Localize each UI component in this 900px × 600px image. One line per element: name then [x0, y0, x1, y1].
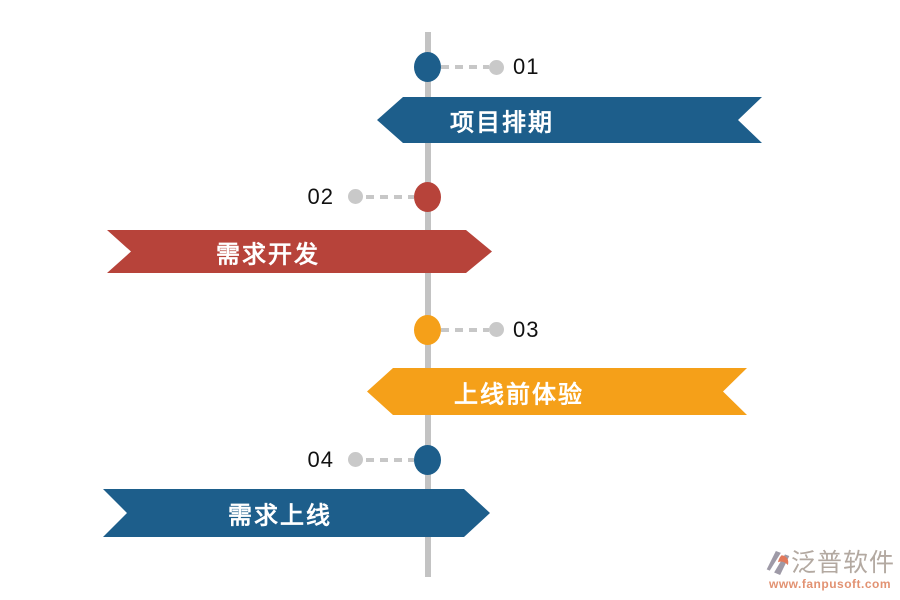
brand-name: 泛普软件 [791, 549, 896, 577]
step-number-4: 04 [307, 447, 334, 472]
milestone-banner-3: 上线前体验 [367, 368, 747, 415]
timeline-axis [425, 32, 431, 577]
milestone-label-2: 需求开发 [216, 241, 320, 268]
milestone-label-3: 上线前体验 [454, 381, 584, 408]
connector-dot-3 [489, 322, 504, 337]
fanpu-logo-icon [766, 551, 790, 575]
node-dot-1 [414, 52, 441, 82]
milestone-label-4: 需求上线 [228, 502, 332, 530]
connector-dot-2 [348, 189, 363, 204]
brand-url: www.fanpusoft.com [769, 577, 892, 591]
milestone-banner-1: 项目排期 [377, 97, 762, 143]
connector-line-1 [441, 65, 489, 69]
milestone-label-1: 项目排期 [450, 109, 554, 137]
connector-line-3 [441, 328, 489, 332]
connector-dot-4 [348, 452, 363, 467]
connector-line-2 [366, 195, 414, 199]
step-number-3: 03 [513, 317, 540, 342]
brand-logo: 泛普软件 www.fanpusoft.com [760, 548, 895, 594]
milestone-banner-2: 需求开发 [107, 230, 492, 273]
milestone-banner-4: 需求上线 [103, 489, 490, 537]
step-number-1: 01 [513, 54, 540, 79]
node-dot-4 [414, 445, 441, 475]
node-dot-3 [414, 315, 441, 345]
node-dot-2 [414, 182, 441, 212]
step-number-2: 02 [307, 184, 334, 209]
connector-dot-1 [489, 60, 504, 75]
connector-line-4 [366, 458, 414, 462]
